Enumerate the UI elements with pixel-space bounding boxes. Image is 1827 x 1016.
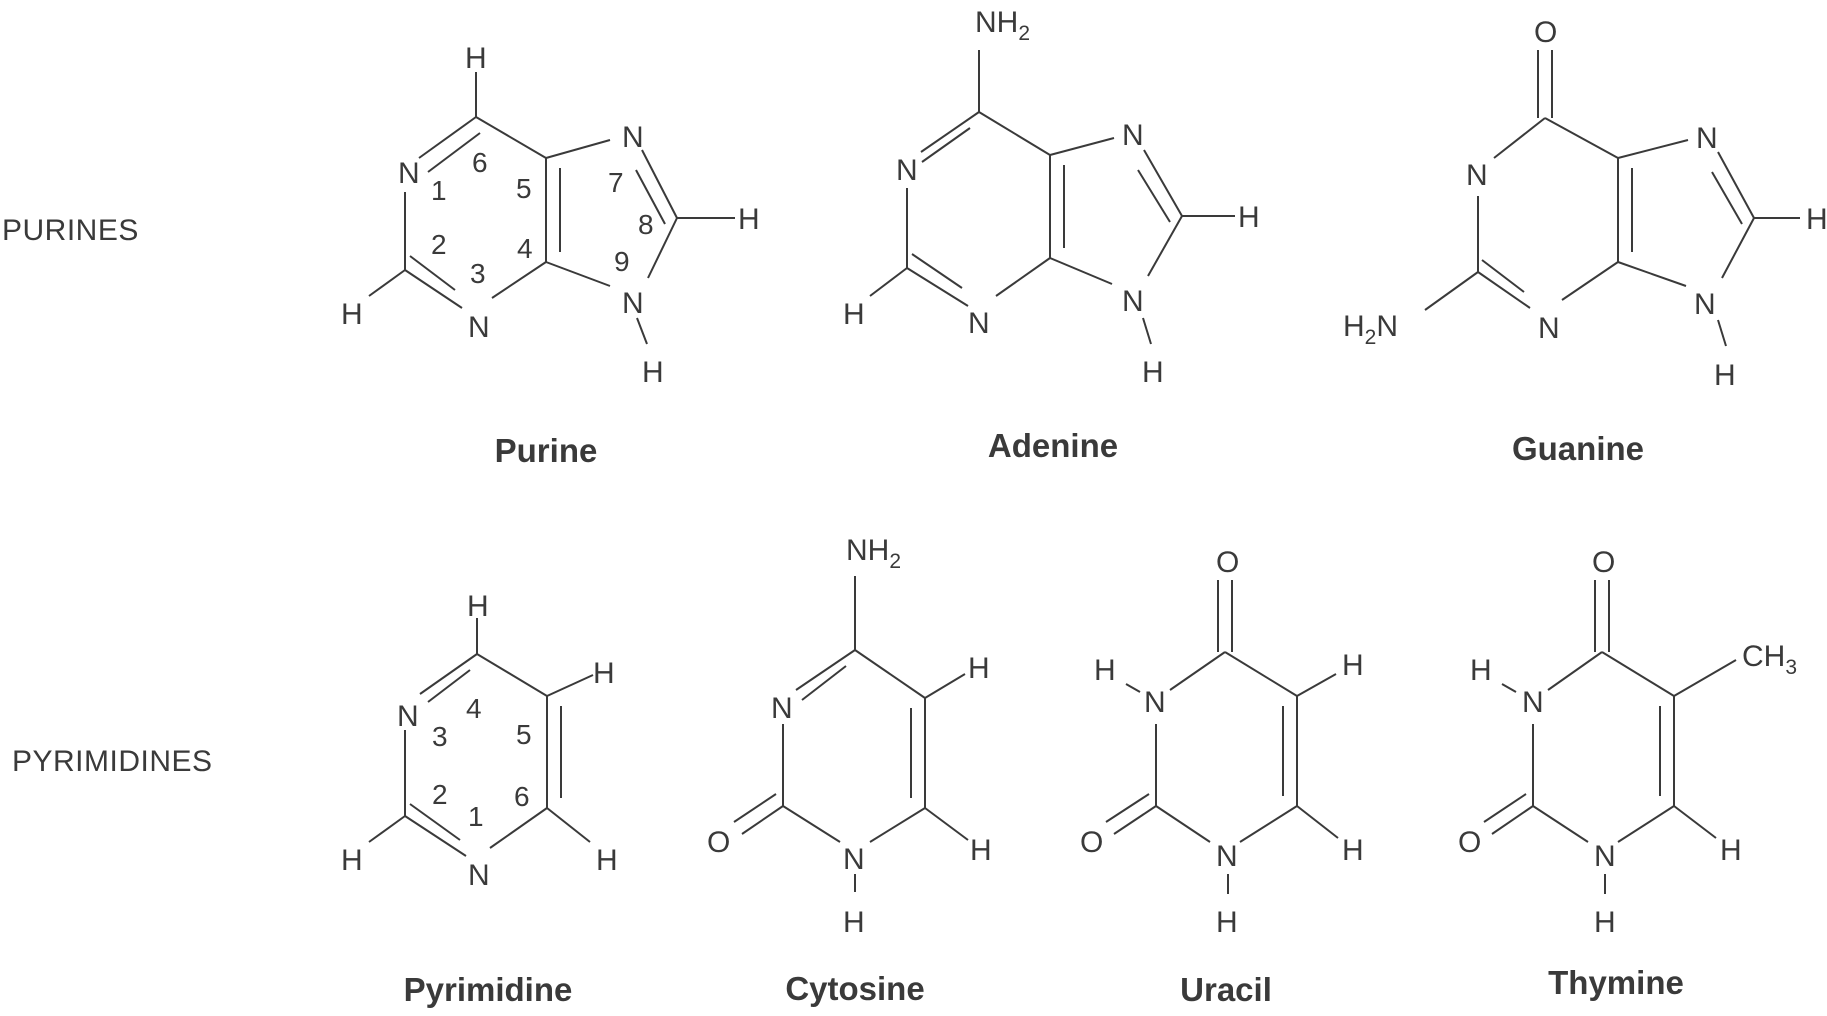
pyrimidine-h6: H bbox=[596, 844, 618, 877]
molecule-pyrimidine: H N H H N H 4 3 5 2 6 1 Pyrimidine bbox=[341, 590, 618, 1008]
pyrimidine-position-6: 6 bbox=[514, 781, 530, 812]
thymine-name: Thymine bbox=[1548, 964, 1684, 1001]
pyrimidine-n3: N bbox=[397, 700, 419, 733]
molecule-cytosine: NH2 N H O N H H Cytosine bbox=[707, 534, 992, 1007]
uracil-h3: H bbox=[1094, 654, 1116, 687]
purine-position-2: 2 bbox=[431, 229, 447, 260]
guanine-h8: H bbox=[1806, 203, 1827, 236]
thymine-bonds bbox=[1483, 580, 1737, 894]
pyrimidine-bonds bbox=[368, 618, 594, 857]
uracil-name: Uracil bbox=[1180, 971, 1272, 1008]
thymine-h3: H bbox=[1470, 654, 1492, 687]
uracil-n3: N bbox=[1144, 686, 1166, 719]
thymine-h1: H bbox=[1594, 906, 1616, 939]
adenine-nh2: NH2 bbox=[975, 6, 1030, 45]
uracil-h5: H bbox=[1342, 649, 1364, 682]
cytosine-nh2: NH2 bbox=[846, 534, 901, 573]
pyrimidine-position-3: 3 bbox=[432, 721, 448, 752]
uracil-h6: H bbox=[1342, 834, 1364, 867]
guanine-n1: N bbox=[1466, 159, 1488, 192]
purine-name: Purine bbox=[495, 432, 598, 469]
cytosine-name: Cytosine bbox=[785, 970, 924, 1007]
guanine-h9: H bbox=[1714, 359, 1736, 392]
uracil-bonds bbox=[1105, 580, 1339, 894]
purine-h8: H bbox=[738, 203, 760, 236]
thymine-n3: N bbox=[1522, 686, 1544, 719]
cytosine-n3: N bbox=[771, 692, 793, 725]
thymine-o2: O bbox=[1458, 826, 1481, 859]
adenine-h9: H bbox=[1142, 356, 1164, 389]
cytosine-h6: H bbox=[970, 834, 992, 867]
molecule-thymine: O H N CH3 O N H H Thymine bbox=[1458, 546, 1797, 1001]
adenine-n7: N bbox=[1122, 119, 1144, 152]
row-label-pyrimidines: PYRIMIDINES bbox=[12, 745, 213, 778]
pyrimidine-h2: H bbox=[341, 844, 363, 877]
adenine-n1: N bbox=[896, 154, 918, 187]
pyrimidine-n1: N bbox=[468, 859, 490, 892]
cytosine-bonds bbox=[733, 576, 969, 892]
uracil-o2: O bbox=[1080, 826, 1103, 859]
purine-position-3: 3 bbox=[470, 258, 486, 289]
purine-position-5: 5 bbox=[516, 173, 532, 204]
pyrimidine-position-2: 2 bbox=[432, 779, 448, 810]
molecule-adenine: NH2 N N N N H H H Adenine bbox=[843, 6, 1260, 464]
guanine-n3: N bbox=[1538, 312, 1560, 345]
row-label-purines: PURINES bbox=[2, 214, 139, 247]
cytosine-h5: H bbox=[968, 652, 990, 685]
purine-n7: N bbox=[622, 121, 644, 154]
purine-position-1: 1 bbox=[431, 175, 447, 206]
guanine-o6: O bbox=[1534, 16, 1557, 49]
purine-n1: N bbox=[398, 157, 420, 190]
uracil-o4: O bbox=[1216, 546, 1239, 579]
adenine-n9: N bbox=[1122, 285, 1144, 318]
molecule-uracil: O H N H O N H H Uracil bbox=[1080, 546, 1364, 1008]
pyrimidine-position-1: 1 bbox=[468, 801, 484, 832]
guanine-name: Guanine bbox=[1512, 430, 1644, 467]
pyrimidine-position-5: 5 bbox=[516, 719, 532, 750]
purine-bonds bbox=[368, 72, 735, 345]
guanine-n9: N bbox=[1694, 288, 1716, 321]
adenine-name: Adenine bbox=[988, 427, 1118, 464]
adenine-bonds bbox=[869, 50, 1235, 345]
guanine-h2n: H2N bbox=[1343, 310, 1398, 349]
purine-position-8: 8 bbox=[638, 209, 654, 240]
pyrimidine-name: Pyrimidine bbox=[404, 971, 573, 1008]
thymine-o4: O bbox=[1592, 546, 1615, 579]
purine-position-6: 6 bbox=[472, 147, 488, 178]
purine-position-9: 9 bbox=[614, 246, 630, 277]
thymine-ch3: CH3 bbox=[1742, 640, 1797, 679]
purine-h9: H bbox=[642, 356, 664, 389]
molecule-guanine: O N N N N H H H2N Guanine bbox=[1343, 16, 1827, 467]
thymine-h6: H bbox=[1720, 834, 1742, 867]
uracil-n1: N bbox=[1216, 840, 1238, 873]
pyrimidine-h5: H bbox=[593, 657, 615, 690]
thymine-n1: N bbox=[1594, 840, 1616, 873]
adenine-h8: H bbox=[1238, 201, 1260, 234]
pyrimidine-position-4: 4 bbox=[466, 693, 482, 724]
purine-h2: H bbox=[341, 298, 363, 331]
adenine-h2: H bbox=[843, 298, 865, 331]
purine-n3: N bbox=[468, 311, 490, 344]
purine-h6: H bbox=[465, 42, 487, 75]
guanine-n7: N bbox=[1696, 122, 1718, 155]
cytosine-n1: N bbox=[843, 843, 865, 876]
purine-position-7: 7 bbox=[608, 167, 624, 198]
purine-n9: N bbox=[622, 287, 644, 320]
purine-position-4: 4 bbox=[517, 233, 533, 264]
cytosine-h1: H bbox=[843, 906, 865, 939]
molecule-purine: N N N N H H H H 1 2 3 4 5 6 7 8 9 Purine bbox=[341, 42, 760, 469]
cytosine-o2: O bbox=[707, 826, 730, 859]
uracil-h1: H bbox=[1216, 906, 1238, 939]
pyrimidine-h4: H bbox=[467, 590, 489, 623]
adenine-n3: N bbox=[968, 307, 990, 340]
guanine-bonds bbox=[1424, 50, 1800, 347]
